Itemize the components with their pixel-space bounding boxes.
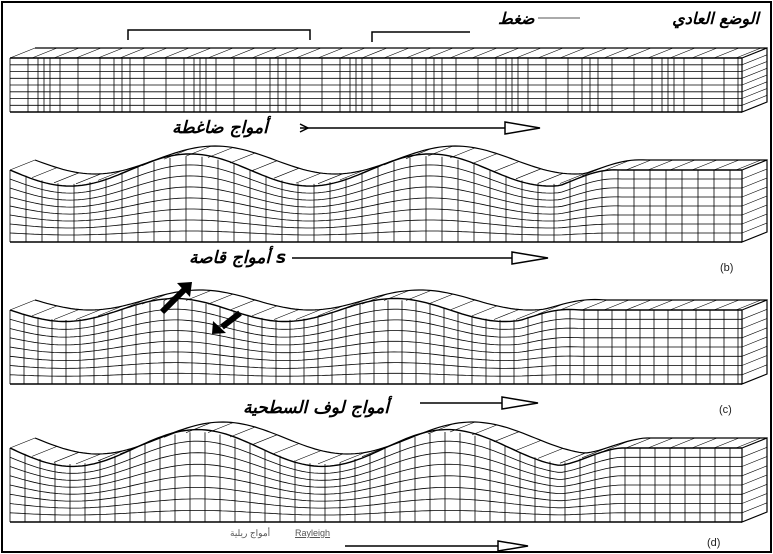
rayleigh-wave-block	[10, 422, 767, 522]
panel-tag-d: (d)	[707, 537, 720, 549]
compression-bracket-right	[372, 32, 470, 42]
compression-label: ضغط	[498, 9, 535, 28]
p-wave-arrowhead	[505, 122, 540, 134]
s-particle-down-arrow	[222, 313, 240, 327]
love-wave-block	[10, 290, 767, 384]
normal-state-label: الوضع العادي	[672, 9, 759, 28]
love-waves-label: أمواج لوف السطحية	[243, 398, 389, 418]
p-wave-block	[10, 48, 767, 112]
s-waves-label: أمواج قاصة s	[189, 248, 286, 268]
s-wave-layer-block	[10, 146, 767, 242]
rayleigh-arabic-caption: أمواج ريلية	[230, 528, 270, 539]
p-waves-label: أمواج ضاغطة	[172, 118, 268, 138]
rayleigh-arrowhead	[498, 541, 528, 551]
panel-tag-c: (c)	[719, 404, 732, 416]
compression-bracket-left	[128, 30, 310, 40]
panel-tag-b: (b)	[720, 262, 733, 274]
s-wave-arrowhead	[512, 252, 548, 264]
rayleigh-english-caption: Rayleigh	[295, 528, 330, 538]
love-wave-arrowhead	[502, 397, 538, 409]
